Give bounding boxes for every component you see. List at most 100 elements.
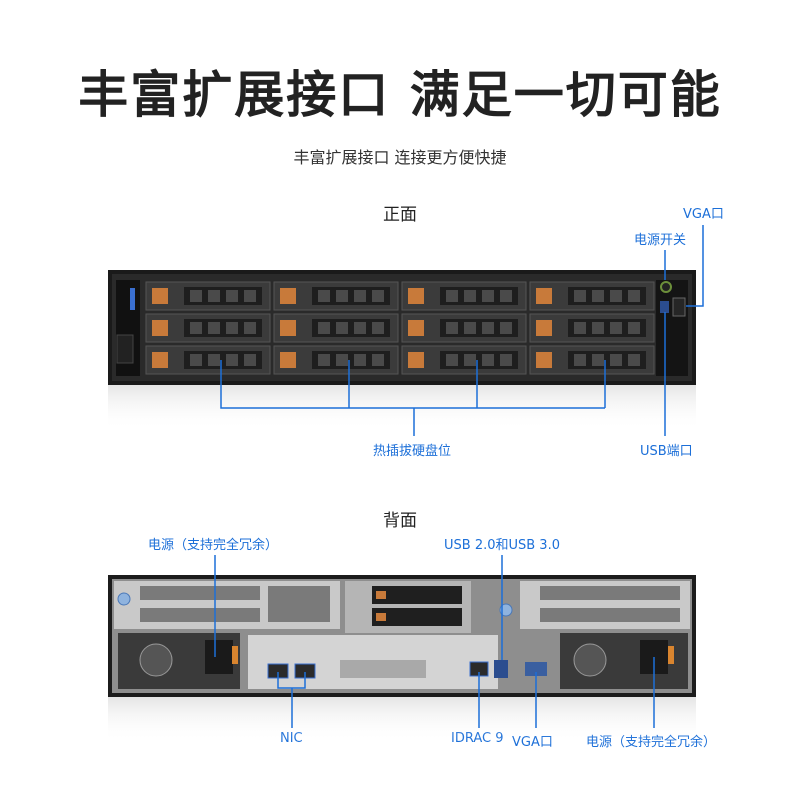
- drive-vent-slot: [354, 322, 366, 334]
- drive-vent-slot: [464, 290, 476, 302]
- drive-bay: [145, 345, 271, 375]
- drive-vent-slot: [610, 354, 622, 366]
- drive-vent-grill: [184, 319, 262, 337]
- drive-vent-slot: [446, 354, 458, 366]
- drive-release-latch: [280, 352, 296, 368]
- pcie-slot-4: [540, 586, 680, 600]
- back-section-label: 背面: [383, 511, 417, 531]
- drive-vent-slot: [610, 290, 622, 302]
- left-thumbscrew-icon: [117, 592, 131, 606]
- drive-vent-slot: [446, 290, 458, 302]
- psu-left-fan-icon: [139, 643, 173, 677]
- front-status-light: [130, 288, 135, 310]
- drive-vent-grill: [312, 287, 390, 305]
- drive-vent-slot: [500, 354, 512, 366]
- drive-bay: [401, 281, 527, 311]
- drive-vent-slot: [208, 322, 220, 334]
- drive-release-latch: [152, 352, 168, 368]
- drive-vent-slot: [482, 290, 494, 302]
- drive-vent-slot: [244, 290, 256, 302]
- drive-bay: [529, 281, 655, 311]
- drive-release-latch: [536, 288, 552, 304]
- rear-drive-2-latch: [376, 613, 386, 621]
- drive-vent-slot: [336, 322, 348, 334]
- front-callout-lines: [220, 225, 704, 436]
- drive-vent-grill: [440, 351, 518, 369]
- drive-vent-slot: [354, 290, 366, 302]
- drive-vent-slot: [610, 322, 622, 334]
- pcie-slot-3: [268, 586, 330, 622]
- psu-right-fan-icon: [573, 643, 607, 677]
- drive-release-latch: [152, 320, 168, 336]
- pcie-slot-1: [140, 586, 260, 600]
- drive-release-latch: [408, 320, 424, 336]
- front-vga-label: VGA口: [683, 207, 724, 222]
- drive-bay: [273, 281, 399, 311]
- back-server: [108, 575, 696, 742]
- drive-vent-slot: [592, 322, 604, 334]
- drive-vent-grill: [312, 319, 390, 337]
- drive-bay: [529, 345, 655, 375]
- rear-vga-port: [525, 662, 547, 676]
- front-vga-leader: [686, 225, 704, 307]
- drive-vent-slot: [372, 322, 384, 334]
- front-right-ear: [656, 280, 688, 376]
- drive-vent-grill: [568, 319, 646, 337]
- front-power-switch-label: 电源开关: [634, 233, 687, 248]
- drive-release-latch: [408, 288, 424, 304]
- drive-bay: [401, 313, 527, 343]
- back-psu-left-label: 电源（支持完全冗余）: [148, 538, 279, 553]
- drive-vent-slot: [628, 354, 640, 366]
- front-section-label: 正面: [383, 205, 417, 225]
- front-usb-port-icon: [660, 301, 669, 313]
- page-title: 丰富扩展接口 满足一切可能: [78, 66, 722, 124]
- back-reflection: [108, 697, 696, 742]
- drive-vent-slot: [372, 354, 384, 366]
- drive-vent-slot: [574, 354, 586, 366]
- drive-bay: [401, 345, 527, 375]
- front-server: [108, 270, 696, 430]
- page-subtitle: 丰富扩展接口 连接更方便快捷: [293, 148, 507, 167]
- drive-vent-slot: [592, 354, 604, 366]
- hot-swap-bays-label: 热插拔硬盘位: [373, 444, 452, 459]
- drive-vent-slot: [208, 290, 220, 302]
- drive-bay: [145, 313, 271, 343]
- pcie-slot-5: [540, 608, 680, 622]
- drive-vent-slot: [226, 290, 238, 302]
- drive-vent-slot: [464, 354, 476, 366]
- ocp-slot: [340, 660, 426, 678]
- drive-vent-slot: [482, 354, 494, 366]
- front-usb-label: USB端口: [640, 444, 693, 459]
- drive-vent-slot: [482, 322, 494, 334]
- drive-vent-slot: [190, 354, 202, 366]
- drive-release-latch: [536, 352, 552, 368]
- rear-drive-1: [372, 586, 462, 604]
- drive-vent-slot: [336, 354, 348, 366]
- rear-drive-2: [372, 608, 462, 626]
- rear-drive-1-latch: [376, 591, 386, 599]
- front-vga-port-icon: [672, 297, 686, 317]
- drive-bay: [145, 281, 271, 311]
- drive-vent-slot: [318, 354, 330, 366]
- drive-vent-slot: [574, 322, 586, 334]
- front-asset-tag: [116, 334, 134, 364]
- drive-vent-slot: [244, 322, 256, 334]
- drive-vent-grill: [184, 351, 262, 369]
- drive-vent-slot: [500, 290, 512, 302]
- drive-bay: [273, 345, 399, 375]
- drive-vent-slot: [628, 290, 640, 302]
- back-callout-lines: [214, 555, 655, 728]
- drive-release-latch: [408, 352, 424, 368]
- drive-vent-grill: [568, 351, 646, 369]
- drive-vent-slot: [354, 354, 366, 366]
- drive-vent-slot: [628, 322, 640, 334]
- drive-vent-slot: [208, 354, 220, 366]
- drive-vent-slot: [336, 290, 348, 302]
- psu-left-handle: [232, 646, 238, 664]
- pcie-slot-2: [140, 608, 260, 622]
- drive-vent-slot: [574, 290, 586, 302]
- drive-release-latch: [152, 288, 168, 304]
- drive-vent-slot: [190, 322, 202, 334]
- drive-vent-slot: [372, 290, 384, 302]
